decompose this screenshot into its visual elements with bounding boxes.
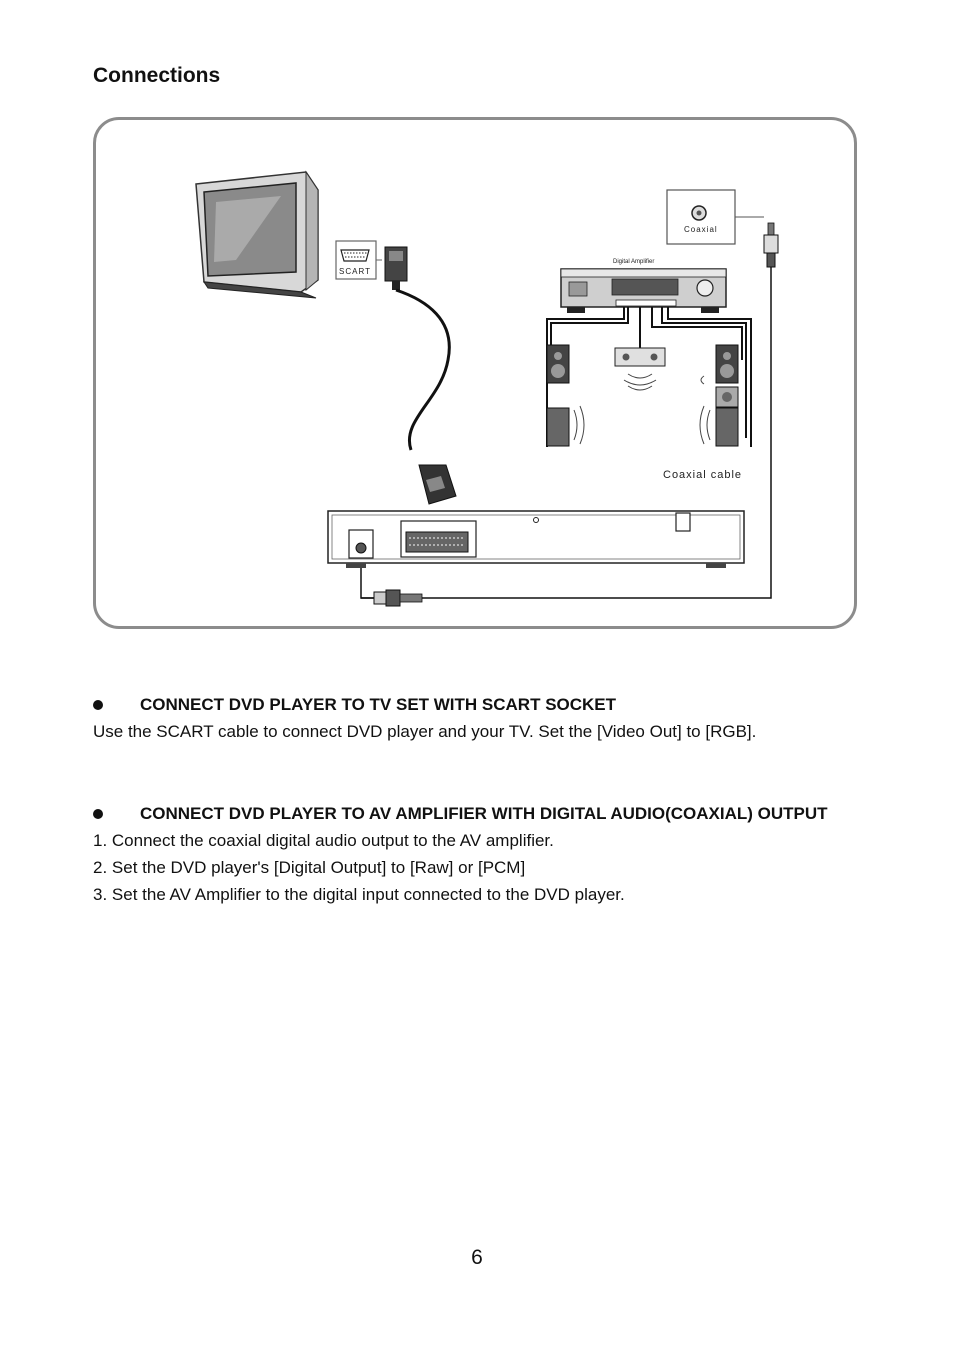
scart-heading: CONNECT DVD PLAYER TO TV SET WITH SCART … <box>140 695 617 714</box>
coaxial-plug-top <box>763 222 779 268</box>
page-title: Connections <box>93 64 221 87</box>
coaxial-section: CONNECT DVD PLAYER TO AV AMPLIFIER WITH … <box>93 800 853 908</box>
connection-diagram: SCART Coaxial Digital Amplifier <box>93 117 857 629</box>
scart-instructions: Use the SCART cable to connect DVD playe… <box>93 722 757 741</box>
list-item: 2. Set the DVD player's [Digital Output]… <box>93 858 526 877</box>
scart-plug-bottom <box>418 464 457 505</box>
coaxial-cable-label: Coaxial cable <box>663 469 742 481</box>
amplifier-label: Digital Amplifier <box>613 259 654 265</box>
coaxial-cable <box>360 267 772 599</box>
scart-callout: SCART <box>335 240 382 280</box>
coaxial-heading: CONNECT DVD PLAYER TO AV AMPLIFIER WITH … <box>140 804 828 823</box>
page-number: 6 <box>471 1246 483 1269</box>
connection-illustration: SCART Coaxial Digital Amplifier <box>195 170 779 607</box>
coaxial-steps: 1. Connect the coaxial digital audio out… <box>93 827 853 908</box>
speakers <box>546 344 739 447</box>
bullet-icon <box>93 700 103 710</box>
list-item: 1. Connect the coaxial digital audio out… <box>93 831 554 850</box>
coaxial-callout: Coaxial <box>666 189 764 245</box>
scart-plug-top <box>384 246 408 290</box>
dvd-player-rear-panel <box>327 510 745 568</box>
digital-amplifier-illustration: Digital Amplifier <box>560 259 727 313</box>
scart-cable <box>395 288 451 451</box>
tv-set-illustration <box>195 170 319 299</box>
list-item: 3. Set the AV Amplifier to the digital i… <box>93 885 625 904</box>
scart-section: CONNECT DVD PLAYER TO TV SET WITH SCART … <box>93 691 853 745</box>
scart-label: SCART <box>339 267 371 276</box>
bullet-icon <box>93 809 103 819</box>
coaxial-label: Coaxial <box>684 225 718 234</box>
coaxial-plug-bottom <box>361 589 423 607</box>
